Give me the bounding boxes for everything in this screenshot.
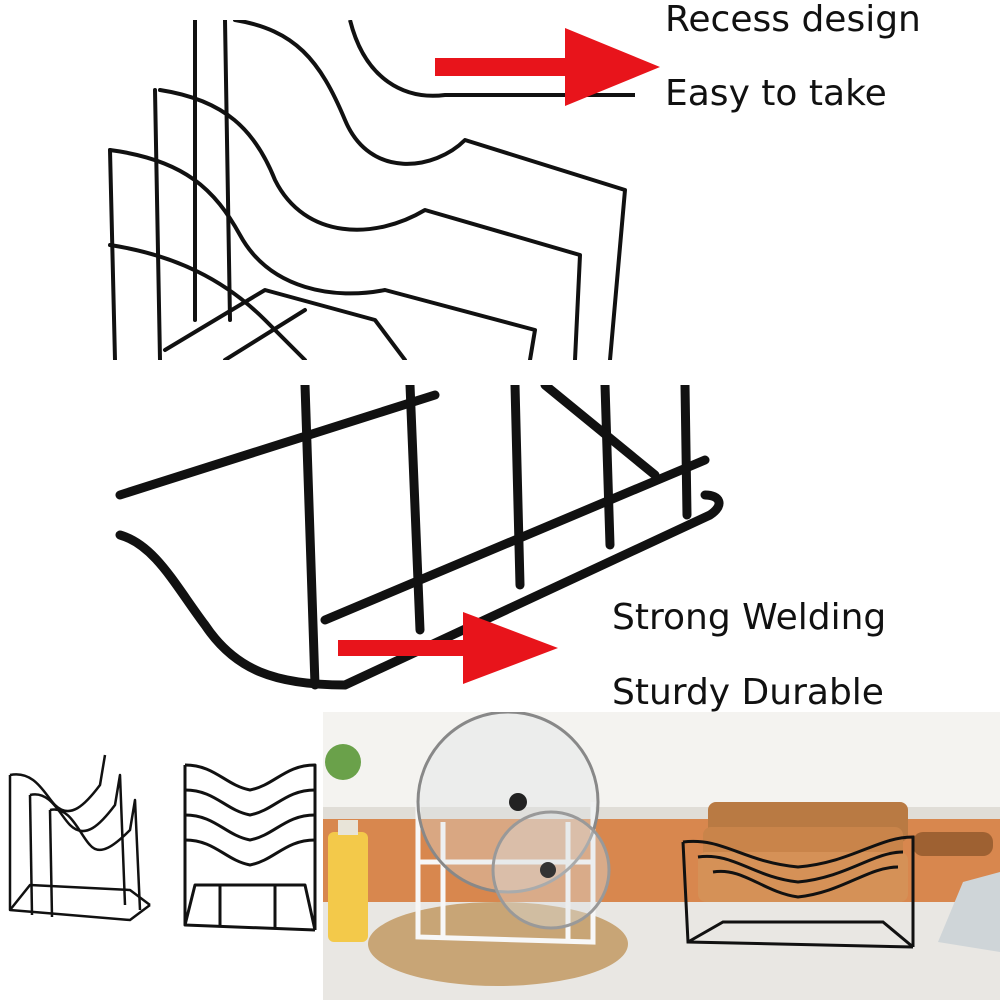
welding-joint-illustration: [115, 385, 724, 690]
caption-sturdy-durable: Sturdy Durable: [612, 672, 884, 713]
top-closeup-panel: [105, 20, 640, 360]
red-arrow-icon: [435, 28, 665, 106]
caption-strong-welding: Strong Welding: [612, 597, 887, 638]
rack-recess-illustration: [108, 20, 635, 360]
caption-recess-design: Recess design: [665, 0, 921, 40]
rack-product-a: [0, 745, 160, 945]
rack-product-b: [175, 755, 325, 945]
caption-easy-to-take: Easy to take: [665, 73, 887, 114]
red-arrow-icon: [338, 612, 563, 684]
middle-closeup-panel: [115, 385, 725, 710]
kitchen-usage-photo: [323, 712, 1000, 1000]
